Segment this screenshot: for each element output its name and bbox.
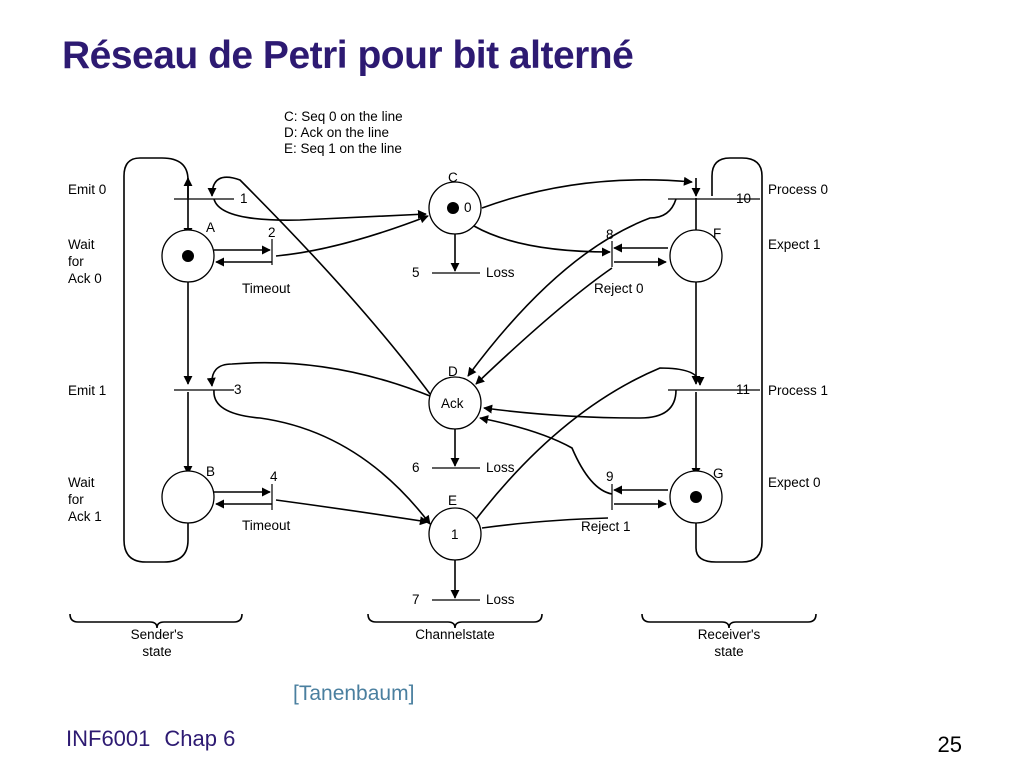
arc-d-to-t3 — [206, 361, 431, 397]
arc-t3-to-e — [213, 389, 431, 525]
footer-chapter: Chap 6 — [164, 726, 236, 751]
group-sender-line1: Sender's — [131, 627, 184, 642]
legend-line-e: E: Seq 1 on the line — [284, 141, 402, 156]
arc-t1-to-c — [213, 198, 427, 221]
legend: C: Seq 0 on the line D: Ack on the line … — [284, 109, 403, 156]
label-emit-0: Emit 0 — [68, 182, 106, 197]
token-c — [447, 202, 459, 214]
legend-line-c: C: Seq 0 on the line — [284, 109, 403, 124]
label-wait-ack0-line2: for — [68, 254, 84, 269]
place-d-inner: Ack — [441, 396, 464, 411]
label-timeout-1: Timeout — [242, 281, 291, 296]
transition-6-label: 6 — [412, 460, 420, 475]
place-e-name: E — [448, 493, 457, 508]
transition-11-label: 11 — [736, 382, 750, 397]
arc-t9-to-d — [479, 415, 613, 495]
arc-t10-to-d — [467, 198, 677, 377]
label-expect-0: Expect 0 — [768, 475, 821, 490]
page-number: 25 — [937, 732, 962, 757]
transition-7-label: 7 — [412, 592, 420, 607]
place-d-name: D — [448, 364, 458, 379]
place-g-name: G — [713, 466, 724, 481]
transition-8-label: 8 — [606, 227, 614, 242]
place-d — [428, 376, 482, 430]
transition-3-label: 3 — [234, 382, 242, 397]
label-wait-ack1-line2: for — [68, 492, 84, 507]
transition-4-label: 4 — [270, 469, 278, 484]
arc-e-to-t11 — [473, 367, 705, 523]
label-loss-7: Loss — [486, 592, 515, 607]
place-a-name: A — [206, 220, 215, 235]
label-wait-ack1-line3: Ack 1 — [68, 509, 102, 524]
place-b — [161, 470, 215, 524]
group-sender-line2: state — [142, 644, 171, 659]
place-f-name: F — [713, 226, 721, 241]
footer: INF6001 Chap 6 — [66, 726, 235, 752]
brace-receiver — [641, 613, 817, 629]
group-receiver-line1: Receiver's — [698, 627, 761, 642]
place-b-name: B — [206, 464, 215, 479]
brace-channel — [367, 613, 543, 629]
arc-t8-to-d — [475, 267, 613, 385]
place-e-inner: 1 — [451, 527, 459, 542]
token-g — [690, 491, 702, 503]
label-wait-ack0-line3: Ack 0 — [68, 271, 102, 286]
place-e — [428, 507, 482, 561]
arc-t4-to-e — [275, 499, 429, 526]
arc-e-to-t9 — [481, 517, 609, 529]
arc-t2-to-c — [275, 214, 429, 257]
arc-c-to-t8 — [473, 225, 611, 257]
brace-sender — [69, 613, 243, 629]
label-process-0: Process 0 — [768, 182, 828, 197]
label-timeout-2: Timeout — [242, 518, 291, 533]
transition-2-label: 2 — [268, 225, 276, 240]
label-wait-ack0-line1: Wait — [68, 237, 95, 252]
label-loss-6: Loss — [486, 460, 515, 475]
place-f — [669, 229, 723, 283]
transition-1-label: 1 — [240, 191, 248, 206]
arc-t11-to-d — [483, 389, 677, 419]
place-c-inner: 0 — [464, 200, 472, 215]
token-a — [182, 250, 194, 262]
arc-c-to-t10 — [481, 176, 693, 209]
label-reject-0: Reject 0 — [594, 281, 644, 296]
place-c-name: C — [448, 170, 458, 185]
transition-9-label: 9 — [606, 469, 614, 484]
transition-10-label: 10 — [736, 191, 751, 206]
label-emit-1: Emit 1 — [68, 383, 106, 398]
label-loss-5: Loss — [486, 265, 515, 280]
slide-title: Réseau de Petri pour bit alterné — [62, 34, 634, 77]
group-channel: Channelstate — [415, 627, 495, 642]
footer-course: INF6001 — [66, 726, 151, 751]
arc-d-to-t1 — [207, 176, 431, 395]
receiver-loop-arc — [695, 157, 763, 563]
transition-5-label: 5 — [412, 265, 420, 280]
label-expect-1: Expect 1 — [768, 237, 821, 252]
legend-line-d: D: Ack on the line — [284, 125, 389, 140]
label-reject-1: Reject 1 — [581, 519, 631, 534]
citation: [Tanenbaum] — [293, 682, 415, 705]
label-process-1: Process 1 — [768, 383, 828, 398]
sender-loop-arc — [123, 157, 189, 563]
group-receiver-line2: state — [714, 644, 743, 659]
label-wait-ack1-line1: Wait — [68, 475, 95, 490]
